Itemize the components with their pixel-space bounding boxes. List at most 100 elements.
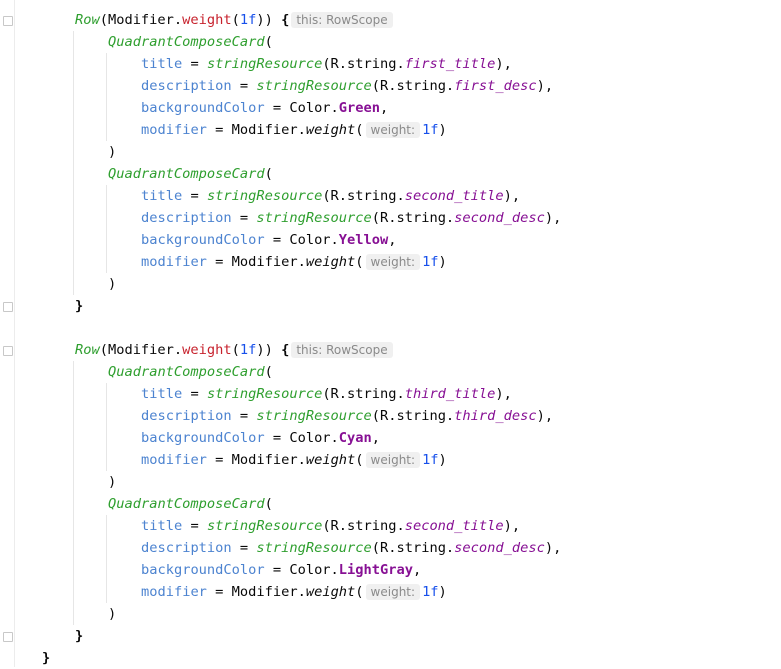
code-line[interactable]: title = stringResource(R.string.second_t… xyxy=(0,185,561,207)
code-token: ), xyxy=(544,210,562,226)
code-token: modifier xyxy=(141,254,207,270)
code-line[interactable] xyxy=(0,317,561,339)
indent-guide xyxy=(106,229,107,251)
code-token: Color. xyxy=(289,562,339,578)
code-token: QuadrantComposeCard xyxy=(108,34,265,50)
code-token: = xyxy=(182,188,207,204)
code-token: stringResource xyxy=(256,78,372,94)
code-line[interactable]: title = stringResource(R.string.second_t… xyxy=(0,515,561,537)
code-line[interactable]: QuadrantComposeCard( xyxy=(0,31,561,53)
code-token: second_title xyxy=(404,188,504,204)
code-token: (R.string. xyxy=(322,386,405,402)
code-token: (R.string. xyxy=(322,188,405,204)
code-token: Row xyxy=(75,12,100,28)
code-token: third_desc xyxy=(454,408,537,424)
code-line[interactable]: } xyxy=(0,295,561,317)
code-line[interactable]: title = stringResource(R.string.first_ti… xyxy=(0,53,561,75)
code-token: = xyxy=(206,254,232,270)
indent-guide xyxy=(73,449,74,471)
code-token: = xyxy=(264,232,290,248)
code-token: backgroundColor xyxy=(141,430,265,446)
code-token xyxy=(273,342,281,358)
fold-marker-icon[interactable] xyxy=(3,302,13,312)
indent-guide xyxy=(106,405,107,427)
code-token: ), xyxy=(503,188,521,204)
indent-guide xyxy=(73,141,74,163)
code-line[interactable]: } xyxy=(0,625,561,647)
indent-guide xyxy=(73,229,74,251)
code-token: stringResource xyxy=(256,540,372,556)
indent-guide xyxy=(73,603,74,625)
code-token: , xyxy=(371,430,381,446)
code-token: (R.string. xyxy=(322,56,405,72)
code-line[interactable]: backgroundColor = Color.Green, xyxy=(0,97,561,119)
code-line[interactable]: Row(Modifier.weight(1f)) {this: RowScope xyxy=(0,339,561,361)
code-line[interactable]: QuadrantComposeCard( xyxy=(0,361,561,383)
indent-guide xyxy=(73,185,74,207)
code-line[interactable]: QuadrantComposeCard( xyxy=(0,493,561,515)
code-token: } xyxy=(75,298,84,314)
code-line[interactable]: modifier = Modifier.weight(weight:1f) xyxy=(0,449,561,471)
code-token: = xyxy=(182,386,207,402)
code-line[interactable]: backgroundColor = Color.Cyan, xyxy=(0,427,561,449)
code-token: QuadrantComposeCard xyxy=(108,364,265,380)
code-token: ), xyxy=(536,408,554,424)
code-token: Modifier. xyxy=(231,452,306,468)
code-line[interactable]: modifier = Modifier.weight(weight:1f) xyxy=(0,251,561,273)
code-token: (Modifier. xyxy=(99,342,183,358)
indent-guide xyxy=(106,75,107,97)
code-token: title xyxy=(141,56,183,72)
code-line[interactable]: ) xyxy=(0,273,561,295)
indent-guide xyxy=(106,559,107,581)
code-line[interactable]: ) xyxy=(0,471,561,493)
code-token: = xyxy=(182,518,207,534)
code-line[interactable]: modifier = Modifier.weight(weight:1f) xyxy=(0,581,561,603)
code-token: = xyxy=(206,122,232,138)
code-token: ( xyxy=(264,496,273,512)
code-token: QuadrantComposeCard xyxy=(108,166,265,182)
code-token: first_desc xyxy=(454,78,537,94)
code-token: backgroundColor xyxy=(141,100,265,116)
code-token: weight xyxy=(305,452,356,468)
fold-marker-icon[interactable] xyxy=(3,346,13,356)
indent-guide xyxy=(73,119,74,141)
code-line[interactable]: description = stringResource(R.string.se… xyxy=(0,537,561,559)
code-token: 1f xyxy=(239,342,257,358)
indent-guide xyxy=(106,97,107,119)
editor-gutter[interactable] xyxy=(0,0,15,667)
code-line[interactable]: description = stringResource(R.string.se… xyxy=(0,207,561,229)
code-token: 1f xyxy=(422,122,439,138)
code-token: title xyxy=(141,188,183,204)
code-line[interactable]: QuadrantComposeCard( xyxy=(0,163,561,185)
code-token: 1f xyxy=(239,12,257,28)
code-line[interactable]: title = stringResource(R.string.third_ti… xyxy=(0,383,561,405)
fold-marker-icon[interactable] xyxy=(3,632,13,642)
code-line[interactable]: ) xyxy=(0,603,561,625)
code-line[interactable]: ) xyxy=(0,141,561,163)
code-editor[interactable]: Row(Modifier.weight(1f)) {this: RowScope… xyxy=(0,9,561,669)
code-line[interactable]: backgroundColor = Color.LightGray, xyxy=(0,559,561,581)
code-token: } xyxy=(42,650,51,666)
indent-guide xyxy=(106,207,107,229)
indent-guide xyxy=(73,251,74,273)
fold-marker-icon[interactable] xyxy=(3,16,13,26)
code-token: ) xyxy=(438,122,447,138)
code-token: ), xyxy=(503,518,521,534)
code-line[interactable]: } xyxy=(0,647,561,669)
code-token: backgroundColor xyxy=(141,232,265,248)
code-line[interactable]: description = stringResource(R.string.th… xyxy=(0,405,561,427)
code-token: ( xyxy=(264,34,273,50)
code-token: stringResource xyxy=(256,210,372,226)
code-token: description xyxy=(141,540,232,556)
indent-guide xyxy=(106,581,107,603)
indent-guide xyxy=(106,383,107,405)
code-token: ) xyxy=(108,606,117,622)
code-token: stringResource xyxy=(206,56,323,72)
indent-guide xyxy=(73,97,74,119)
code-line[interactable]: Row(Modifier.weight(1f)) {this: RowScope xyxy=(0,9,561,31)
code-line[interactable]: modifier = Modifier.weight(weight:1f) xyxy=(0,119,561,141)
code-token: Color. xyxy=(289,232,339,248)
code-line[interactable]: backgroundColor = Color.Yellow, xyxy=(0,229,561,251)
code-token: = xyxy=(231,408,257,424)
code-line[interactable]: description = stringResource(R.string.fi… xyxy=(0,75,561,97)
